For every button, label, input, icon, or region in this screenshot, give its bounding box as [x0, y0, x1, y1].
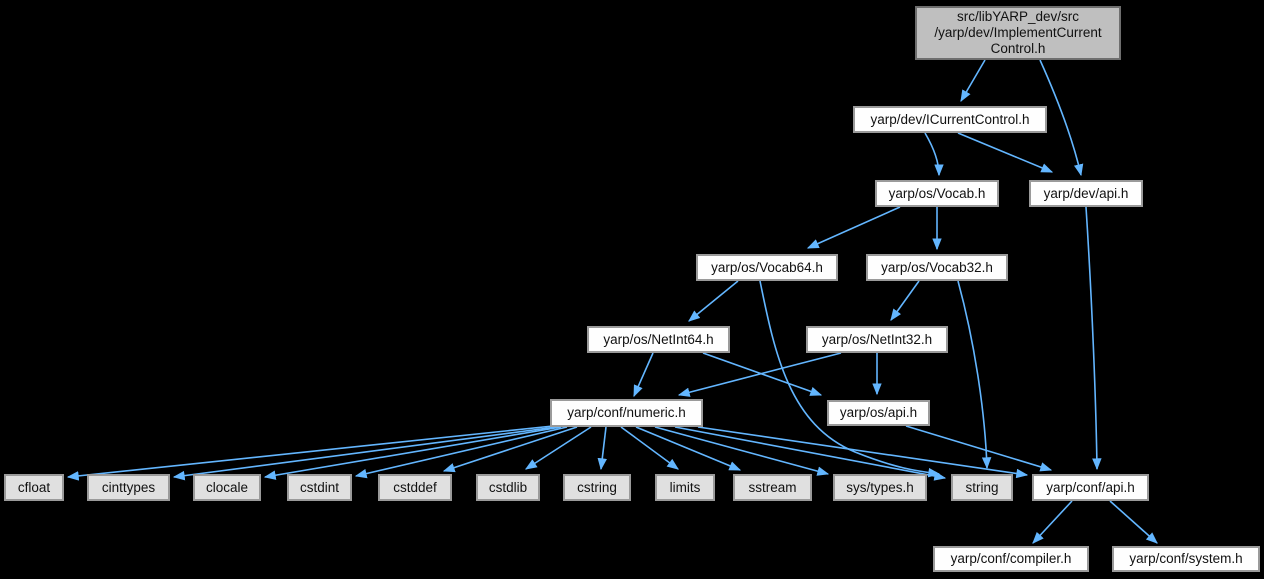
node-cfloat: cfloat: [4, 474, 64, 501]
node-yarp-os-netint64-h[interactable]: yarp/os/NetInt64.h: [587, 326, 730, 353]
node-yarp-conf-api-h[interactable]: yarp/conf/api.h: [1032, 474, 1149, 501]
node-yarp-os-vocab32-h[interactable]: yarp/os/Vocab32.h: [866, 254, 1008, 281]
node-cinttypes: cinttypes: [87, 474, 170, 501]
node-yarp-os-vocab64-h[interactable]: yarp/os/Vocab64.h: [696, 254, 838, 281]
node-cstddef: cstddef: [378, 474, 452, 501]
node-yarp-dev-icurrentcontrol-h[interactable]: yarp/dev/ICurrentControl.h: [853, 106, 1047, 133]
node-yarp-conf-system-h[interactable]: yarp/conf/system.h: [1112, 546, 1260, 572]
node-sys-types-h: sys/types.h: [833, 474, 927, 501]
node-yarp-os-vocab-h[interactable]: yarp/os/Vocab.h: [875, 180, 999, 207]
node-string: string: [951, 474, 1013, 501]
node-limits: limits: [655, 474, 715, 501]
node-yarp-os-api-h[interactable]: yarp/os/api.h: [827, 400, 930, 426]
node-yarp-conf-compiler-h[interactable]: yarp/conf/compiler.h: [933, 546, 1089, 572]
node-yarp-conf-numeric-h[interactable]: yarp/conf/numeric.h: [550, 399, 703, 427]
node-clocale: clocale: [193, 474, 261, 501]
node-yarp-dev-api-h[interactable]: yarp/dev/api.h: [1029, 180, 1143, 207]
node-src-libyarp-dev-implementcurrentcontrol-h: src/libYARP_dev/src /yarp/dev/ImplementC…: [915, 6, 1121, 60]
node-cstdint: cstdint: [287, 474, 352, 501]
node-sstream: sstream: [733, 474, 812, 501]
node-yarp-os-netint32-h[interactable]: yarp/os/NetInt32.h: [806, 326, 948, 353]
node-cstdlib: cstdlib: [476, 474, 540, 501]
node-cstring: cstring: [563, 474, 631, 501]
